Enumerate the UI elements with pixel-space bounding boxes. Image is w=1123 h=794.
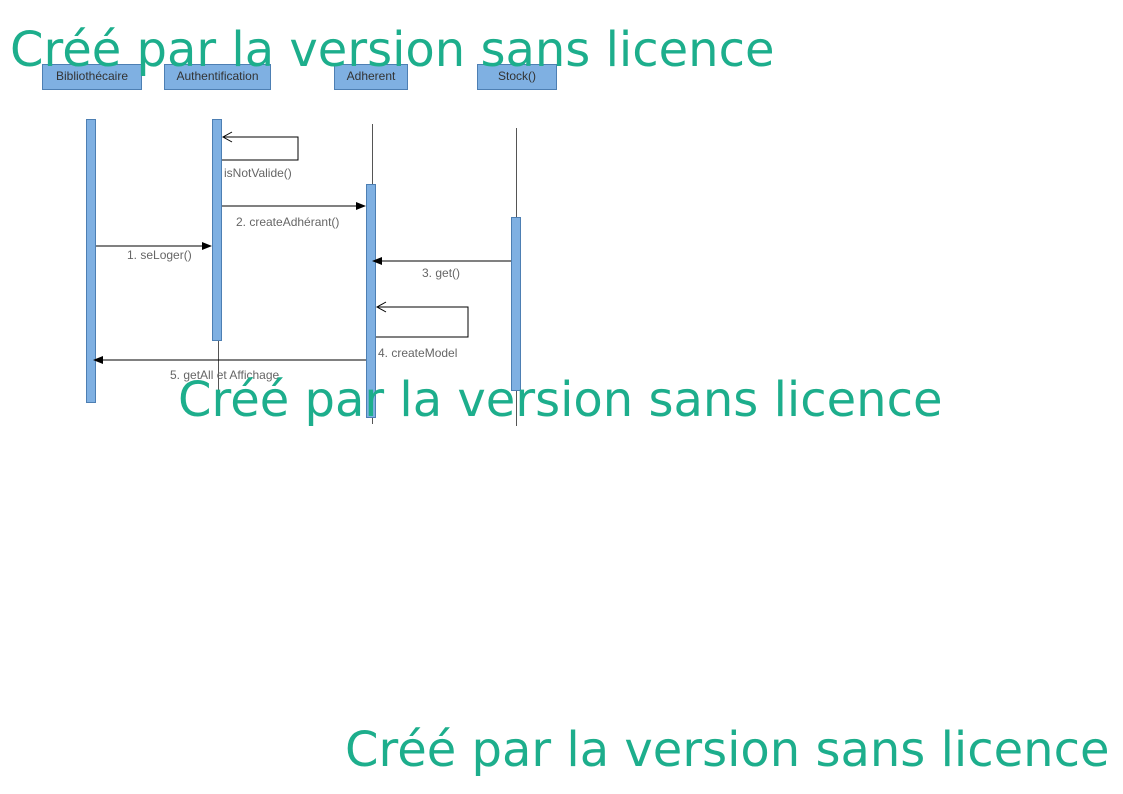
message-get-label: 3. get() <box>422 266 461 280</box>
message-createmodel-arrowhead <box>375 301 387 313</box>
message-isnotvalide-arrowhead <box>221 131 233 143</box>
message-isnotvalide-label: isNotValide() <box>224 166 292 180</box>
message-createmodel-label: 4. createModel <box>378 346 458 360</box>
lifeline-authentification <box>218 340 219 398</box>
activation-adherent <box>366 184 376 418</box>
participant-bibliothecaire: Bibliothécaire <box>42 64 142 90</box>
message-isnotvalide-arrow <box>222 136 299 161</box>
message-getall-label: 5. getAll et Affichage <box>170 368 280 382</box>
activation-authentification <box>212 119 222 341</box>
participant-adherent: Adherent <box>334 64 408 90</box>
message-createadherant-label: 2. createAdhérant() <box>236 215 340 229</box>
message-createmodel-arrow <box>376 306 469 338</box>
participant-stock: Stock() <box>477 64 557 90</box>
participant-authentification: Authentification <box>164 64 271 90</box>
message-seloger-label: 1. seLoger() <box>127 248 192 262</box>
activation-stock <box>511 217 521 391</box>
activation-bibliothecaire <box>86 119 96 403</box>
